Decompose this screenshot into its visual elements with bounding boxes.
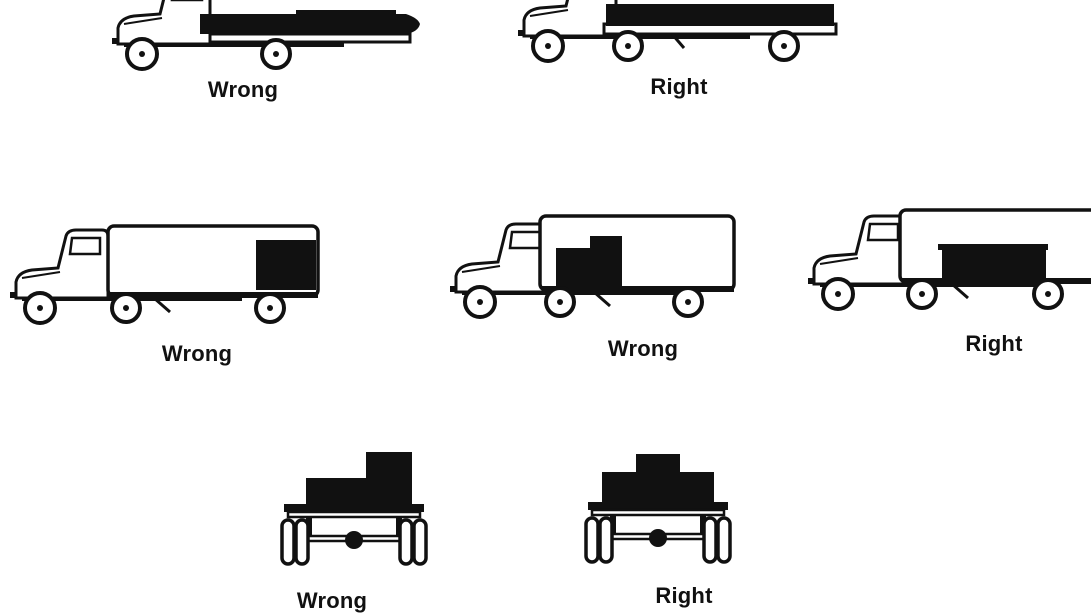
rear-view-centered-truck bbox=[584, 454, 732, 564]
flatbed-centered-truck bbox=[516, 0, 838, 63]
flatbed-overhang-truck bbox=[110, 0, 420, 71]
caption-flatbed-centered: Right bbox=[650, 74, 708, 99]
caption-rear-view-off-center: Wrong bbox=[296, 588, 368, 613]
van-rear-load-truck bbox=[8, 224, 320, 325]
caption-van-front-load: Wrong bbox=[607, 336, 679, 361]
caption-van-rear-load: Wrong bbox=[161, 341, 233, 366]
van-front-load-truck bbox=[448, 214, 736, 319]
caption-van-spread-load: Right bbox=[965, 331, 1023, 356]
caption-flatbed-overhang: Wrong bbox=[207, 77, 279, 102]
rear-view-off-center-truck bbox=[280, 452, 428, 566]
van-spread-load-truck bbox=[806, 208, 1091, 311]
caption-rear-view-centered: Right bbox=[655, 583, 713, 608]
